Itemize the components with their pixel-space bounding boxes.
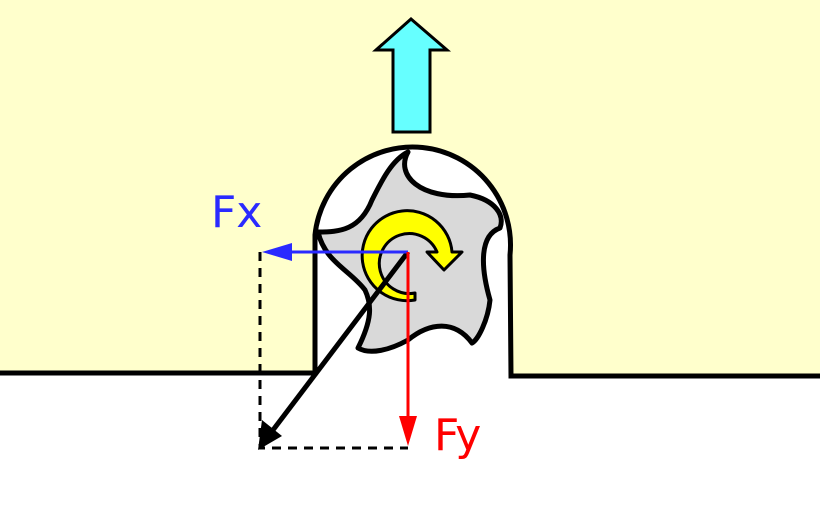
feed-direction-arrow <box>372 17 452 134</box>
end-mill-cutter <box>315 149 504 354</box>
fx-arrowhead <box>262 243 292 261</box>
fy-label: Fy <box>434 410 482 461</box>
fx-label: Fx <box>211 187 263 238</box>
workpiece <box>0 0 820 376</box>
resultant-arrowhead <box>258 420 282 450</box>
rotation-arrow <box>360 209 464 303</box>
workpiece-edge <box>0 144 820 379</box>
resultant-force-arrow <box>268 250 410 436</box>
fy-arrowhead <box>399 416 417 446</box>
